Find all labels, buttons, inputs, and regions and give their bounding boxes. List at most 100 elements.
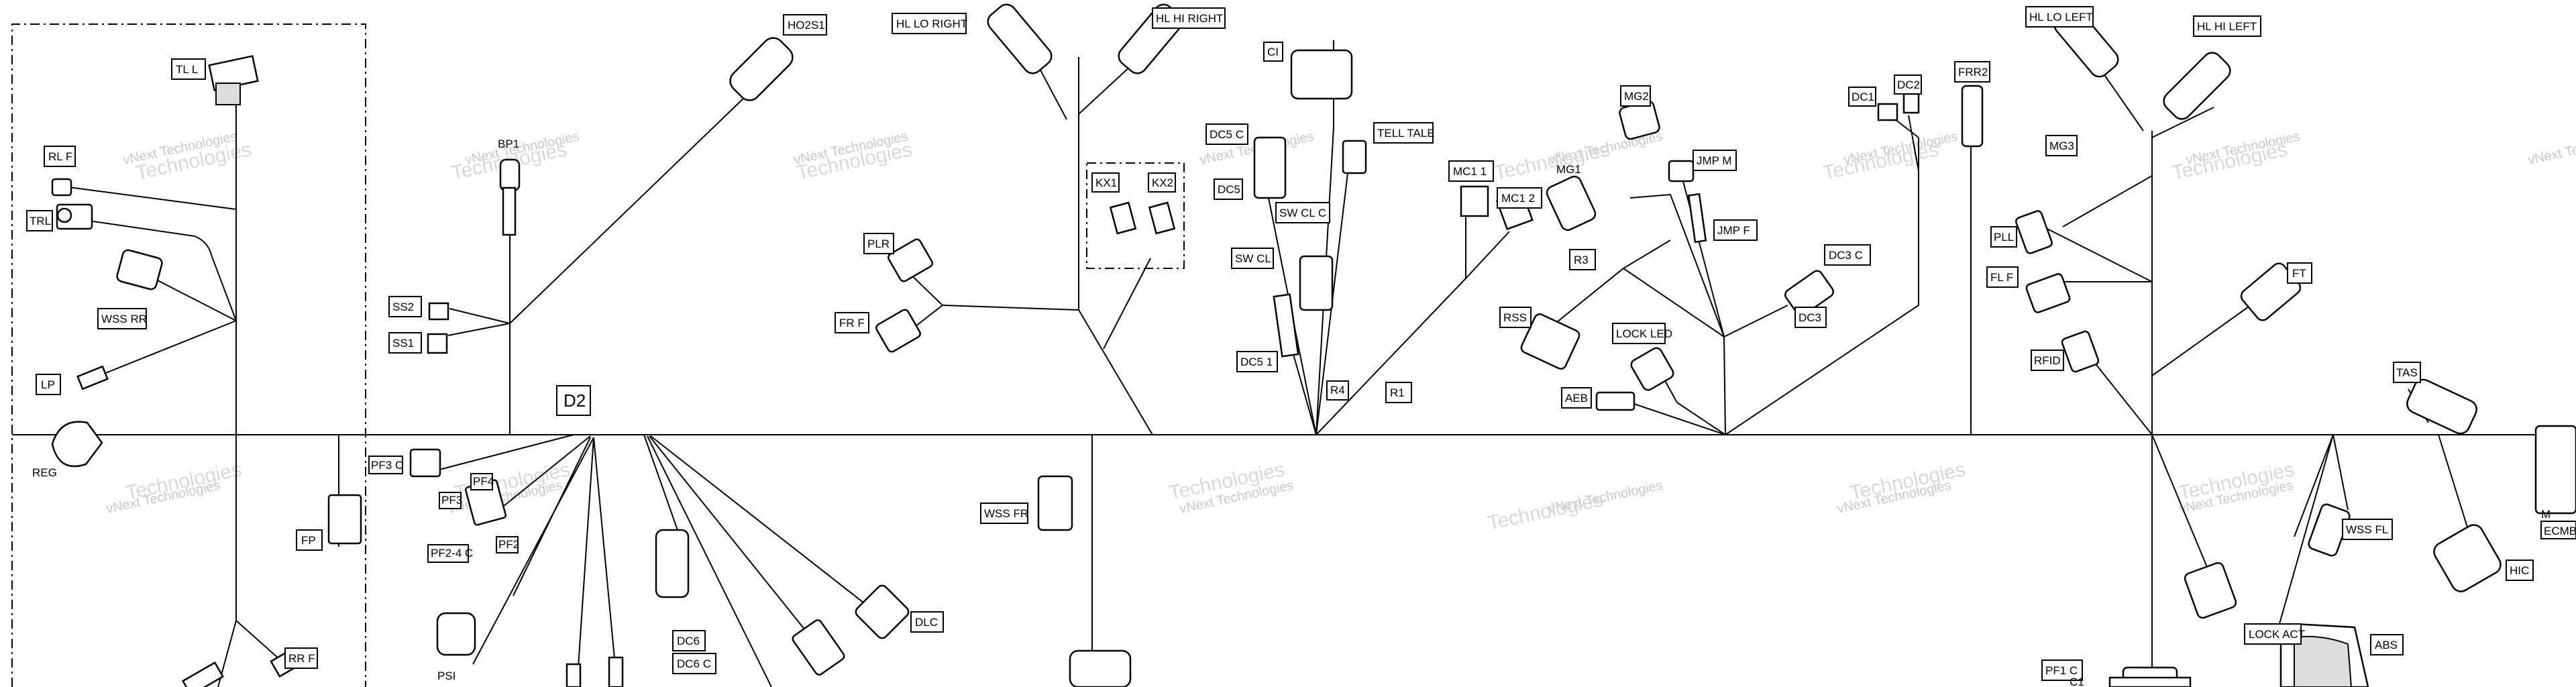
watermark: vNext Technologies xyxy=(2526,129,2576,168)
aeb-connector xyxy=(1595,391,1635,411)
label-tell-tale: TELL TALE xyxy=(1377,127,1435,140)
label-hic: HIC xyxy=(2510,564,2529,577)
sw-cl-connector xyxy=(1299,255,1334,311)
label-sw-cl-c: SW CL C xyxy=(1279,207,1326,219)
label-mc1-2: MC1 2 xyxy=(1501,192,1535,205)
kx2-connector xyxy=(1148,201,1176,235)
pf3-c-connector xyxy=(409,448,441,478)
jmp-f-connector xyxy=(1687,193,1707,244)
label-lp: LP xyxy=(41,378,55,391)
dc2-connector xyxy=(1902,93,1920,114)
label-mg3: MG3 xyxy=(2049,140,2074,152)
label-fr-f: FR F xyxy=(839,317,865,329)
label-lock-led: LOCK LED xyxy=(1616,327,1672,340)
label-ci: CI xyxy=(1267,46,1279,58)
label-mg2: MG2 xyxy=(1624,90,1649,103)
c1-connector xyxy=(2108,676,2192,687)
label-mc1-1: MC1 1 xyxy=(1453,165,1487,178)
trl-connector-socket xyxy=(56,207,72,223)
labels: TL L RL F TRL WSS RR LP REG FP RR F HO2S… xyxy=(26,6,2576,687)
label-dc5-c: DC5 C xyxy=(1210,128,1244,141)
label-abs: ABS xyxy=(2375,639,2398,651)
label-ss2: SS2 xyxy=(392,301,414,313)
ci-connector xyxy=(1290,49,1353,100)
lock-led-connector xyxy=(1630,347,1674,391)
label-fp: FP xyxy=(301,534,316,547)
label-ft: FT xyxy=(2292,267,2306,280)
label-jmp-f: JMP F xyxy=(1717,224,1750,237)
wss-fr-connector xyxy=(1037,475,1073,531)
label-dlc: DLC xyxy=(915,616,938,629)
label-rfid: RFID xyxy=(2034,354,2061,367)
hic-connector xyxy=(2433,524,2502,592)
label-trl: TRL xyxy=(30,215,51,227)
wss-rr-connector xyxy=(116,249,163,290)
dc6-connector xyxy=(655,529,690,598)
label-hl-lo-right: HL LO RIGHT xyxy=(896,17,967,30)
label-tas: TAS xyxy=(2396,366,2418,379)
label-pf3-c: PF3 C xyxy=(371,459,403,472)
dc3-connector xyxy=(1784,270,1834,317)
label-ss1: SS1 xyxy=(392,337,414,350)
label-r3: R3 xyxy=(1574,254,1589,266)
label-aeb: AEB xyxy=(1565,392,1588,405)
label-sw-cl: SW CL xyxy=(1235,252,1271,265)
tell-tale-connector xyxy=(1342,140,1367,174)
ss1-connector xyxy=(427,333,448,354)
label-wss-fr: WSS FR xyxy=(984,507,1028,520)
frr2-connector xyxy=(1961,85,1984,148)
tl-l-connector-body xyxy=(215,83,241,105)
label-lock-act: LOCK ACT xyxy=(2249,628,2305,641)
fl-f-connector xyxy=(2025,273,2071,313)
jmp-m-connector xyxy=(1668,160,1695,182)
label-tl-l: TL L xyxy=(176,63,198,76)
ecm-connector xyxy=(2534,425,2576,515)
label-reg: REG xyxy=(32,466,57,479)
label-bp1: BP1 xyxy=(498,138,519,150)
label-r1: R1 xyxy=(1390,386,1405,399)
label-dc5: DC5 xyxy=(1218,183,1240,196)
label-wss-fl: WSS FL xyxy=(2346,523,2388,536)
label-dc3: DC3 xyxy=(1799,311,1821,324)
label-dc5-1: DC5 1 xyxy=(1240,356,1273,368)
label-hl-hi-left: HL HI LEFT xyxy=(2197,20,2257,33)
pll-connector xyxy=(2015,210,2053,254)
label-m: M xyxy=(2541,508,2551,521)
kx-dashed-box xyxy=(1086,162,1185,269)
bp1-connector xyxy=(499,158,521,192)
hl-lo-right-connector xyxy=(987,3,1053,74)
mg1-connector xyxy=(1546,175,1597,231)
label-dc2: DC2 xyxy=(1897,78,1920,91)
dc1-connector xyxy=(1877,103,1898,121)
dc5-1-connector xyxy=(1273,293,1299,358)
label-fl-f: FL F xyxy=(1990,271,2013,284)
label-dc6: DC6 xyxy=(677,635,700,647)
label-pf2-4-c: PF2-4 C xyxy=(431,547,473,560)
label-c1: C1 xyxy=(2070,676,2084,687)
connectors xyxy=(51,3,2576,687)
label-ho2s1: HO2S1 xyxy=(788,19,825,32)
dc5-c-connector xyxy=(1253,136,1287,199)
bp1-sensor-body xyxy=(502,187,517,236)
label-rl-f: RL F xyxy=(48,150,72,163)
kx1-connector xyxy=(1109,201,1137,235)
rear-connector xyxy=(181,661,224,687)
label-mg1: MG1 xyxy=(1556,163,1581,176)
label-dc3-c: DC3 C xyxy=(1829,249,1863,262)
fp-connector xyxy=(327,494,362,545)
label-frr2: FRR2 xyxy=(1958,66,1988,78)
label-hl-lo-left: HL LO LEFT xyxy=(2029,11,2093,23)
label-rss: RSS xyxy=(1503,311,1527,324)
lower-pin-connector-2 xyxy=(608,656,624,687)
label-dc6-c: DC6 C xyxy=(677,657,711,670)
lower-center-connector xyxy=(1069,649,1132,687)
label-rr-f: RR F xyxy=(288,652,315,665)
watermark: Technologies xyxy=(1486,488,1605,535)
hl-hi-left-connector xyxy=(2163,52,2231,120)
fr-f-connector xyxy=(875,309,921,353)
lock-act-connector xyxy=(2184,562,2237,619)
label-r4: R4 xyxy=(1330,384,1345,397)
psi-connector xyxy=(436,612,476,656)
ho2s1-connector xyxy=(729,37,794,101)
dlc-connector xyxy=(855,584,910,639)
